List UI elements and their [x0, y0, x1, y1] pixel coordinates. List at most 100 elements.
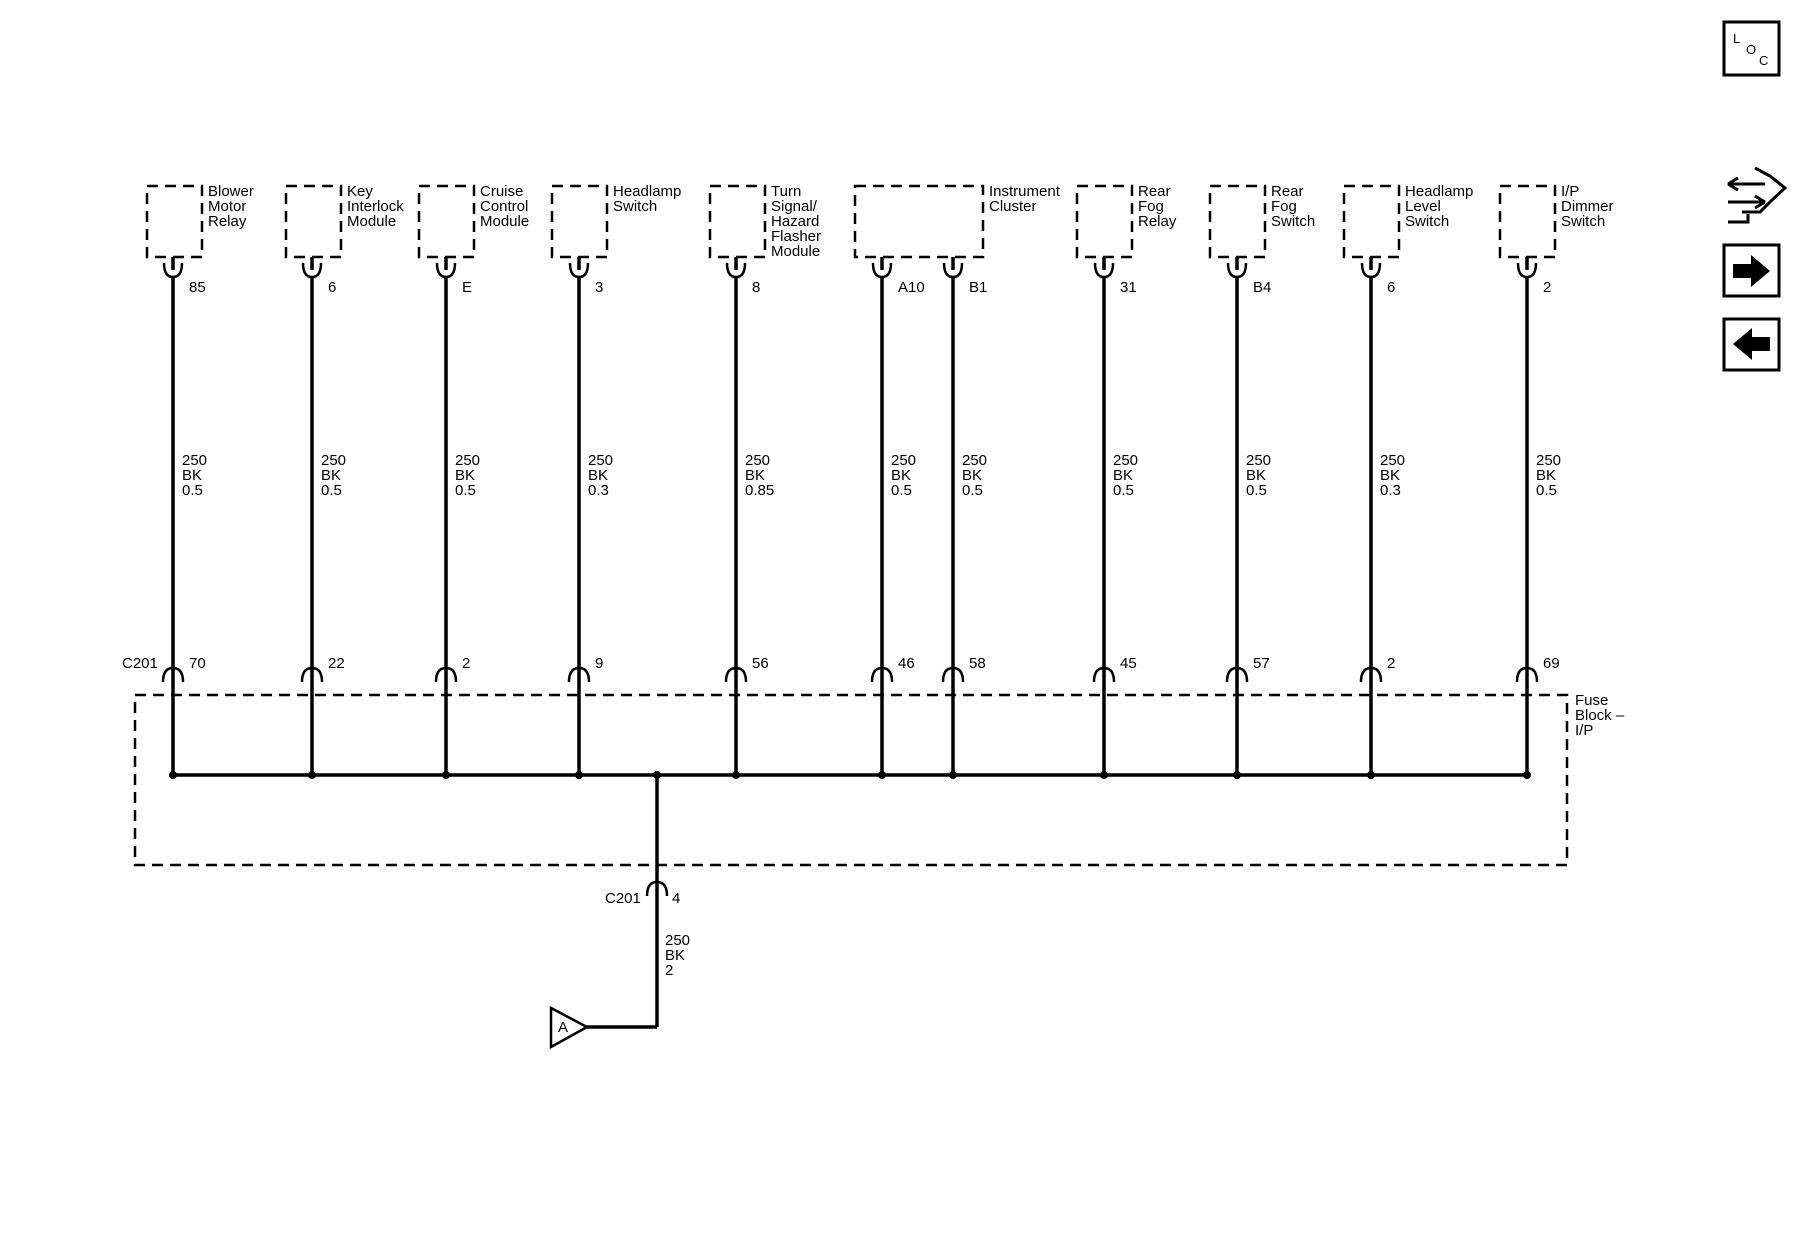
c201-terminal — [567, 666, 591, 683]
bus-splice-dot — [169, 771, 177, 779]
component-box — [1208, 184, 1267, 259]
c201-terminal — [434, 666, 458, 683]
bus-splice-dot — [308, 771, 316, 779]
component-box — [145, 184, 204, 259]
component-pin-label: A10 — [898, 279, 925, 296]
c201-terminal — [161, 666, 185, 683]
c201-pin-label: 45 — [1120, 655, 1137, 672]
component-box — [853, 184, 985, 259]
c201-connector-label: C201 — [122, 655, 158, 672]
bus-splice-dot — [1523, 771, 1531, 779]
c201-pin-label: 56 — [752, 655, 769, 672]
component-box — [1342, 184, 1401, 259]
component-box — [417, 184, 476, 259]
loc-letter-o: O — [1746, 42, 1756, 57]
c201-pin-label: 2 — [1387, 655, 1395, 672]
bus-splice-dot — [949, 771, 957, 779]
c201-terminal — [941, 666, 965, 683]
loc-icon — [1722, 20, 1781, 77]
c201-terminal — [1359, 666, 1383, 683]
bus-splice-dot — [878, 771, 886, 779]
c201-terminal — [1092, 666, 1116, 683]
component-pin-label: E — [462, 279, 472, 296]
bus-splice-dot — [442, 771, 450, 779]
component-pin-label: B4 — [1253, 279, 1271, 296]
ground-reference-triangle — [549, 1005, 590, 1050]
component-pin-label: 6 — [328, 279, 336, 296]
c201-terminal — [724, 666, 748, 683]
c201-pin-label: 58 — [969, 655, 986, 672]
bus-splice-dot — [1100, 771, 1108, 779]
c201-terminal — [300, 666, 324, 683]
prev-arrow-icon — [1733, 328, 1770, 360]
component-pin-label: 31 — [1120, 279, 1137, 296]
fuse-block-label: Fuse Block – I/P — [1575, 692, 1628, 739]
c201-pin-label: 69 — [1543, 655, 1560, 672]
bus-splice-dot — [732, 771, 740, 779]
c201-pin-label: 57 — [1253, 655, 1270, 672]
next-arrow-icon — [1733, 255, 1770, 287]
c201-pin-label: 22 — [328, 655, 345, 672]
c201-pin-label: 2 — [462, 655, 470, 672]
previous-page-button[interactable] — [1722, 317, 1781, 372]
component-pin-label: 2 — [1543, 279, 1551, 296]
c201-pin-label: 46 — [898, 655, 915, 672]
component-pin-label: 6 — [1387, 279, 1395, 296]
bus-splice-dot — [575, 771, 583, 779]
c201-pin-label: 9 — [595, 655, 603, 672]
loc-button[interactable]: L O C — [1722, 20, 1781, 77]
next-page-button[interactable] — [1722, 243, 1781, 298]
schematic-icon — [1727, 166, 1788, 224]
component-pin-label: 8 — [752, 279, 760, 296]
c201-terminal — [1225, 666, 1249, 683]
c201-terminal — [1515, 666, 1539, 683]
c201-terminal — [870, 666, 894, 683]
ground-lead: C201 4 250 BK 2 A — [549, 771, 694, 1050]
loc-letter-c: C — [1759, 53, 1768, 68]
schematic-button[interactable] — [1727, 166, 1788, 224]
ground-lead-wire-label: 250 BK 2 — [665, 932, 694, 979]
c201-pin-label: 70 — [189, 655, 206, 672]
component-box — [708, 184, 767, 259]
fuse-block-outline — [133, 693, 1569, 867]
bus-splice-dot — [1367, 771, 1375, 779]
loc-letter-l: L — [1733, 31, 1740, 46]
